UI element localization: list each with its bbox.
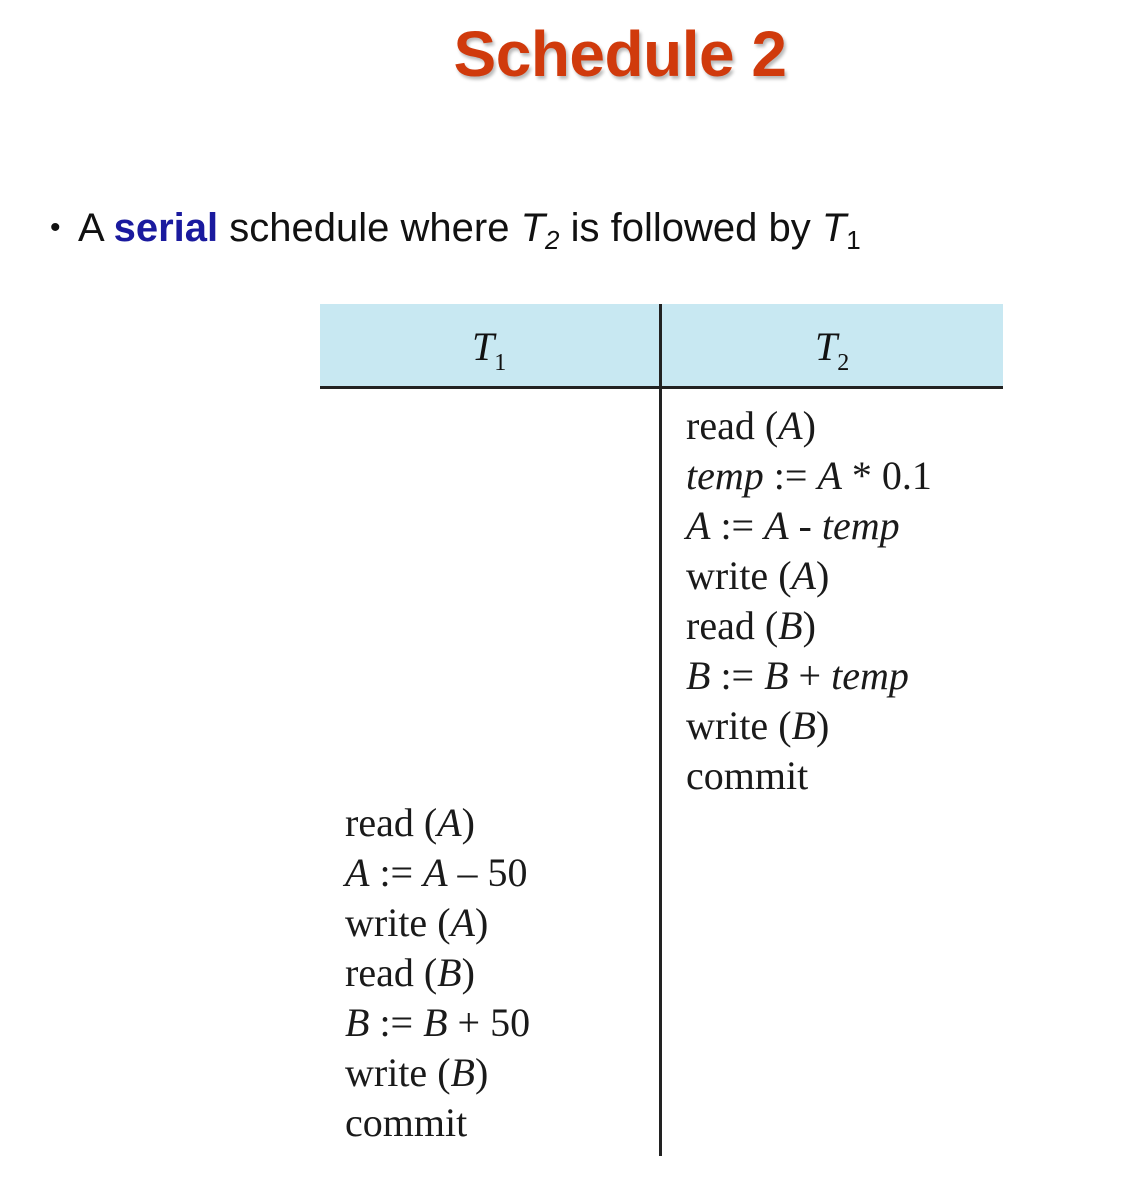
column-header-t2: T2: [815, 324, 850, 376]
operation-row: B := B + temp: [686, 653, 909, 698]
bullet-mid-text: schedule where: [229, 206, 510, 250]
schedule-table: T1 T2 read (A) temp := A * 0.1 A := A - …: [320, 304, 1003, 1156]
operation-row: read (B): [686, 603, 816, 648]
bullet-prefix: A: [78, 206, 103, 250]
operation-row: write (B): [686, 703, 830, 748]
operation-row: temp := A * 0.1: [686, 453, 932, 498]
keyword-serial: serial: [113, 206, 219, 250]
operation-row: write (A): [686, 553, 830, 598]
operation-row: B := B + 50: [345, 1000, 531, 1045]
operation-row: read (A): [686, 403, 816, 448]
operation-row: read (A): [345, 800, 475, 845]
operation-row: write (A): [345, 900, 489, 945]
operation-row: commit: [686, 753, 809, 798]
t2-operations: read (A) temp := A * 0.1 A := A - temp w…: [686, 401, 932, 801]
slide-title: Schedule 2: [453, 18, 787, 90]
operation-row: A := A - temp: [686, 503, 900, 548]
bullet-point: • A serial schedule where T2 is followed …: [50, 200, 861, 268]
column-header-t1: T1: [472, 324, 507, 376]
bullet-mid2-text: is followed by: [570, 206, 811, 250]
transaction-var-t1: T1: [821, 206, 861, 255]
operation-row: read (B): [345, 950, 475, 995]
column-divider: [659, 304, 662, 1156]
operation-row: write (B): [345, 1050, 489, 1095]
bullet-dot-icon: •: [50, 211, 61, 244]
t1-operations: read (A) A := A – 50 write (A) read (B) …: [345, 798, 530, 1148]
transaction-var-t2: T2: [520, 206, 560, 255]
operation-row: A := A – 50: [345, 850, 528, 895]
operation-row: commit: [345, 1100, 468, 1145]
